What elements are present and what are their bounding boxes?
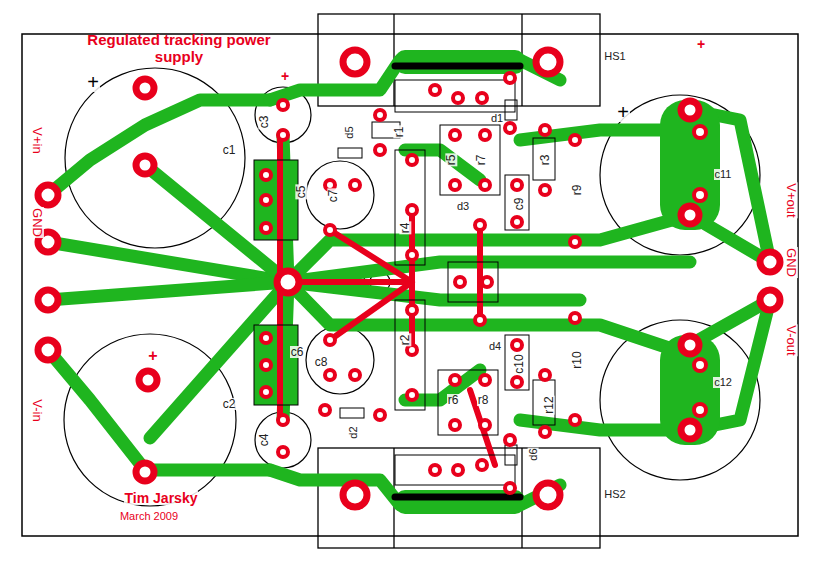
part-label: c10 [513,353,525,374]
part-label: c3 [258,115,270,130]
mount-pad [38,50,780,507]
part-label: d6 [528,447,539,461]
part-label: GND [30,207,43,238]
part-label: c6 [290,346,305,358]
part-label: HS2 [603,489,626,500]
part-label: V-out [784,324,797,356]
part-label: March 2009 [119,511,179,522]
part-label: c4 [258,433,270,448]
copper-pour [254,50,720,514]
part-label: d1 [490,113,504,124]
part-label: c7 [327,189,339,204]
part-label: c12 [713,377,733,388]
part-label: r10 [571,350,583,369]
part-label: c8 [314,356,329,368]
copper-trace [48,60,770,505]
part-label: c5 [295,185,307,200]
part-label: V-in [31,398,44,422]
heatsink-bar [395,66,520,497]
part-label: c9 [513,197,525,212]
part-label: c11 [714,169,733,180]
part-label: Tim Jarsky [124,491,199,505]
part-label: r7 [475,154,487,167]
board-outline [22,34,798,536]
part-label: r6 [447,394,460,406]
part-label: r1 [393,126,405,139]
part-label: r2 [399,334,411,347]
part-label: r3 [539,154,551,167]
part-label: + [86,72,100,92]
part-label: d5 [344,125,355,139]
part-label: c2 [222,398,237,410]
part-label: + [147,348,158,364]
part-label: d3 [456,201,470,212]
part-label: c1 [222,144,237,156]
part-label: r12 [543,395,555,414]
part-label: d2 [348,425,359,439]
part-label: GND [784,247,797,278]
part-label: r5 [445,154,457,167]
part-label: + [280,69,290,83]
part-label: HS1 [603,51,626,62]
board-title: Regulated tracking power supply [84,32,274,65]
part-label: r8 [477,394,490,406]
part-label: r9 [571,184,583,197]
part-label: V+in [30,126,43,154]
component-outline [254,80,555,485]
part-label: r4 [399,222,411,235]
part-label: + [616,102,630,122]
pad [261,73,706,493]
part-label: V+out [785,182,798,218]
part-label: + [696,37,706,51]
part-label: d4 [488,341,502,352]
